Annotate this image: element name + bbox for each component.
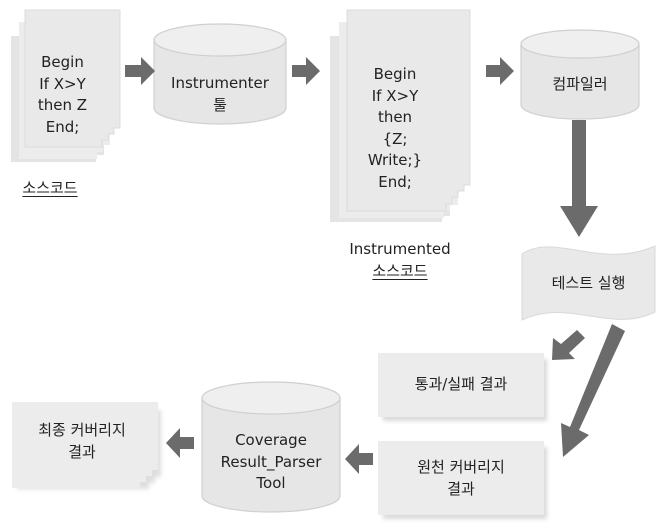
source-code-caption: 소스코드 xyxy=(22,179,78,197)
instrumented-code-line: then xyxy=(377,108,413,126)
parser-tool-cylinder xyxy=(201,381,341,513)
parser-tool-line: Result_Parser xyxy=(220,452,322,471)
parser-tool-line: Tool xyxy=(256,474,286,492)
arrow-rawcoverage-to-parser xyxy=(345,444,373,474)
source-code-line: Begin xyxy=(41,53,84,71)
instrumented-code-document xyxy=(330,9,471,222)
instrumented-code-line: {Z; xyxy=(382,129,408,148)
arrow-parser-to-final xyxy=(166,428,194,458)
instrumenter-line: Instrumenter xyxy=(171,74,269,92)
final-coverage-document xyxy=(12,402,161,489)
instrumented-caption-en: Instrumented xyxy=(349,240,451,258)
instrumented-code-line: End; xyxy=(378,172,412,191)
parser-tool-label: Coverage Result_Parser Tool xyxy=(202,430,340,495)
flow-arrows xyxy=(125,57,625,474)
compiler-cylinder xyxy=(520,29,640,120)
arrow-source-to-instrumenter xyxy=(125,57,155,85)
instrumenter-label: Instrumenter 툴 xyxy=(154,73,286,116)
source-code-text: Begin If X>Y then Z End; xyxy=(25,52,100,138)
instrumented-caption-ko: 소스코드 xyxy=(372,261,428,280)
final-coverage-line: 최종 커버리지 xyxy=(38,421,126,439)
source-code-line: End; xyxy=(45,117,80,136)
raw-coverage-box xyxy=(378,441,547,519)
arrow-test-to-passfail xyxy=(552,330,585,360)
raw-coverage-line: 결과 xyxy=(447,479,475,498)
test-run-label: 테스트 실행 xyxy=(551,274,626,292)
instrumenter-cylinder xyxy=(153,23,287,125)
final-coverage-line: 결과 xyxy=(68,442,96,461)
instrumented-code-line: Write;} xyxy=(367,151,423,169)
final-coverage-label: 최종 커버리지 결과 xyxy=(12,420,152,463)
instrumented-caption: Instrumented 소스코드 xyxy=(340,239,460,282)
arrow-instrumenter-to-instrumented xyxy=(292,57,320,85)
arrow-compiler-to-test xyxy=(560,120,598,237)
pass-fail-label: 통과/실패 결과 xyxy=(414,375,508,393)
source-code-document xyxy=(11,9,121,162)
test-run-shape xyxy=(521,245,656,321)
source-code-line: then Z xyxy=(37,96,88,114)
source-code-line: If X>Y xyxy=(39,74,86,93)
compiler-label: 컴파일러 xyxy=(552,75,608,93)
arrow-instrumented-to-compiler xyxy=(486,57,514,85)
instrumented-code-line: If X>Y xyxy=(371,86,419,105)
parser-tool-line: Coverage xyxy=(235,431,307,449)
arrow-test-to-rawcoverage xyxy=(561,324,625,457)
instrumenter-line: 툴 xyxy=(213,95,227,114)
raw-coverage-line: 원천 커버리지 xyxy=(417,458,505,476)
instrumented-code-line: Begin xyxy=(373,65,417,83)
pass-fail-box xyxy=(378,353,547,421)
instrumented-code-text: Begin If X>Y then {Z; Write;} End; xyxy=(350,64,440,193)
raw-coverage-label: 원천 커버리지 결과 xyxy=(378,457,544,500)
